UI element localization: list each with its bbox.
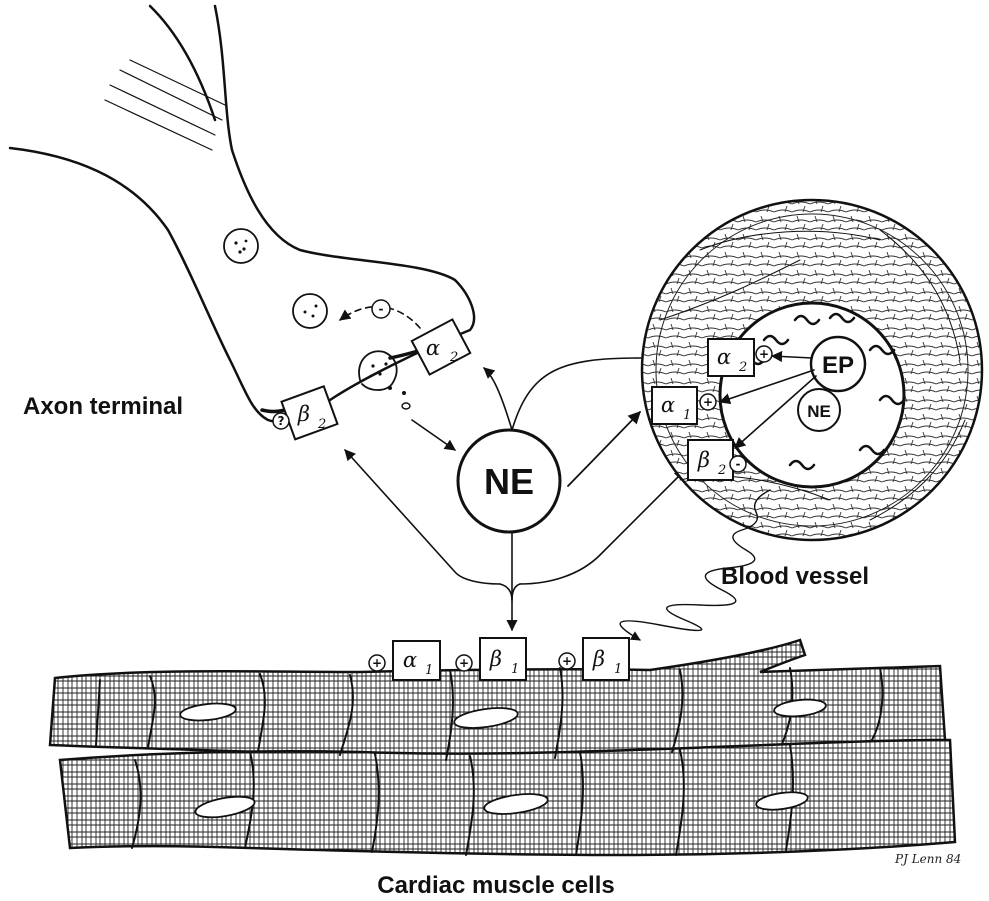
plus-label: + <box>562 654 572 668</box>
question-label: ? <box>278 414 285 428</box>
beta1-receptor-cardiac-b: β 1 <box>583 638 629 680</box>
ep-label: EP <box>822 352 854 379</box>
svg-text:β: β <box>489 647 502 671</box>
svg-text:1: 1 <box>614 662 622 677</box>
artist-signature: PJ Lenn 84 <box>894 852 961 866</box>
alpha1-receptor-cardiac: α 1 <box>393 641 440 680</box>
svg-text:1: 1 <box>683 408 691 423</box>
svg-text:2: 2 <box>449 350 458 365</box>
minus-label: - <box>379 302 384 316</box>
svg-text:2: 2 <box>317 417 326 432</box>
beta2-receptor-vessel: β 2 <box>688 440 733 480</box>
beta2-receptor-axon: β 2 <box>281 386 337 439</box>
plus-label: + <box>459 656 469 670</box>
svg-text:α: α <box>661 393 675 417</box>
svg-text:α: α <box>717 345 731 369</box>
axon-terminal-label: Axon terminal <box>23 393 183 420</box>
plus-label: + <box>759 347 769 361</box>
svg-text:1: 1 <box>511 662 519 677</box>
svg-text:2: 2 <box>717 463 726 478</box>
beta1-receptor-cardiac-a: β 1 <box>480 638 526 680</box>
svg-text:1: 1 <box>425 663 433 678</box>
svg-text:β: β <box>697 448 710 472</box>
axon-terminal <box>10 6 474 422</box>
release-arrow <box>412 420 455 450</box>
plus-label: + <box>372 656 382 670</box>
svg-text:β: β <box>592 647 605 671</box>
svg-text:2: 2 <box>738 360 747 375</box>
blood-vessel-label: Blood vessel <box>721 563 869 590</box>
svg-text:α: α <box>403 648 417 672</box>
plus-label: + <box>703 395 713 409</box>
minus-label: - <box>736 457 741 471</box>
ne-small-label: NE <box>807 402 831 421</box>
ne-hub-label: NE <box>484 461 534 502</box>
alpha1-receptor-vessel: α 1 <box>652 387 697 424</box>
cardiac-cells-label: Cardiac muscle cells <box>377 872 614 899</box>
alpha2-receptor-vessel: α 2 <box>708 339 754 376</box>
svg-text:β: β <box>297 402 310 426</box>
svg-text:α: α <box>426 336 440 360</box>
